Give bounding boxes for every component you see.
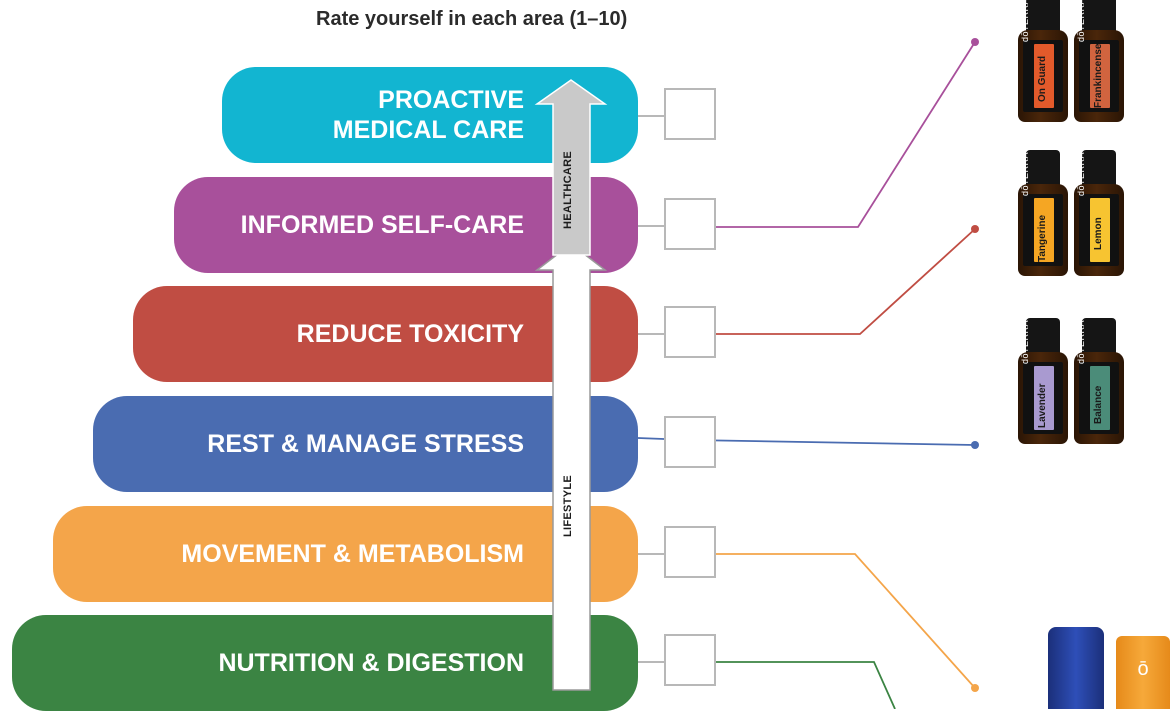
- bottle-balance: dōTERRA Balance: [1074, 318, 1124, 444]
- bottle-lavender: dōTERRA Lavender: [1018, 318, 1068, 444]
- supplement-jar: [1048, 627, 1104, 709]
- connector-nutrition-digestion: [690, 661, 896, 709]
- rating-box-rest-manage-stress[interactable]: [664, 416, 716, 468]
- page-title: Rate yourself in each area (1–10): [316, 8, 628, 30]
- tier-label: NUTRITION & DIGESTION: [218, 649, 524, 677]
- bottle-frankincense: dōTERRA Frankincense: [1074, 0, 1124, 122]
- tier-nutrition-digestion: NUTRITION & DIGESTION: [12, 615, 638, 711]
- tier-rest-manage-stress: REST & MANAGE STRESS: [93, 396, 638, 492]
- connector-informed-self-care: [690, 41, 976, 228]
- bottle-tangerine: dōTERRA Tangerine: [1018, 150, 1068, 276]
- lifestyle-arrow: [534, 243, 608, 691]
- arrow-label-healthcare: HEALTHCARE: [562, 151, 574, 229]
- product-glyph: ō: [1137, 658, 1149, 680]
- rating-box-informed-self-care[interactable]: [664, 198, 716, 250]
- bottle-on-guard: dōTERRA On Guard: [1018, 0, 1068, 122]
- connector-dot: [971, 38, 979, 46]
- connector-dot: [971, 684, 979, 692]
- rating-box-reduce-toxicity[interactable]: [664, 306, 716, 358]
- bottle-lemon: dōTERRA Lemon: [1074, 150, 1124, 276]
- connector-movement-metabolism: [690, 553, 976, 689]
- tier-label: MOVEMENT & METABOLISM: [181, 540, 524, 568]
- arrow-label-lifestyle: LIFESTYLE: [562, 475, 574, 537]
- connector-reduce-toxicity: [690, 228, 976, 335]
- tier-label: PROACTIVE MEDICAL CARE: [332, 86, 524, 144]
- connector-dot: [971, 225, 979, 233]
- tier-label: REDUCE TOXICITY: [296, 320, 524, 348]
- healthcare-arrow: [534, 79, 608, 256]
- rating-box-proactive-medical-care[interactable]: [664, 88, 716, 140]
- rating-box-movement-metabolism[interactable]: [664, 526, 716, 578]
- connector-dot: [971, 441, 979, 449]
- supplement-pouch: ō: [1116, 636, 1170, 709]
- rating-box-nutrition-digestion[interactable]: [664, 634, 716, 686]
- tier-movement-metabolism: MOVEMENT & METABOLISM: [53, 506, 638, 602]
- tier-label: INFORMED SELF-CARE: [240, 211, 524, 239]
- tier-label: REST & MANAGE STRESS: [207, 430, 524, 458]
